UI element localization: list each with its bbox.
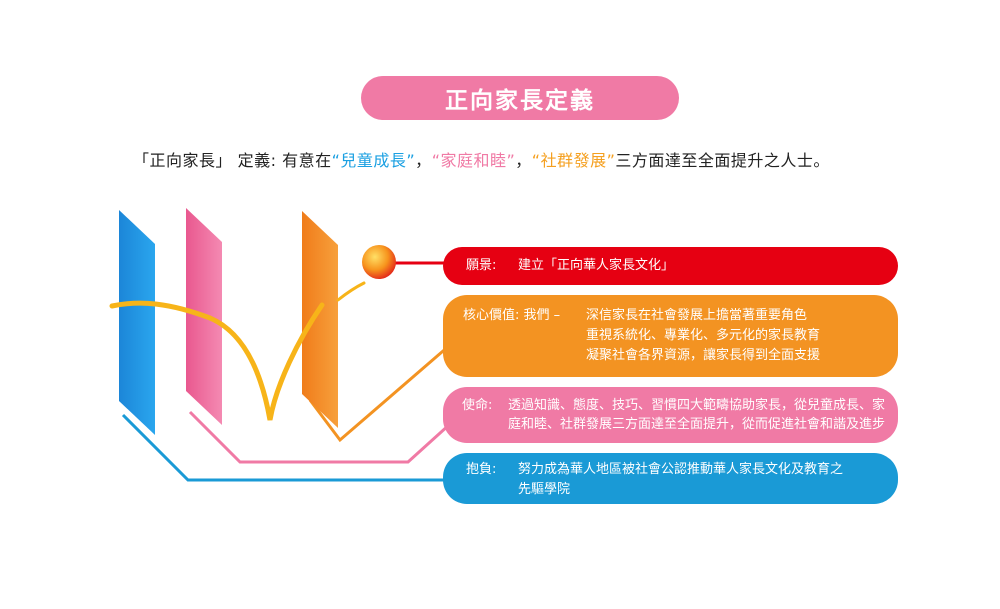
sun-ball-icon (362, 245, 396, 279)
connector-line-aspiration (121, 413, 450, 482)
definition-term-child-growth: “兒童成長” (331, 151, 416, 170)
aspiration-label: 抱負: (466, 462, 497, 477)
vision-box: 願景: 建立「正向華人家長文化」 (443, 247, 898, 285)
connector-line-mission (188, 410, 462, 464)
mission-line: 庭和睦、社群發展三方面達至全面提升，從而促進社會和諧及進步 (508, 417, 886, 432)
aspiration-line: 努力成為華人地區被社會公認推動華人家長文化及教育之 (518, 462, 844, 477)
orange-bar (302, 211, 338, 428)
definition-text: 「正向家長」 定義: 有意在“兒童成長”，“家庭和睦”，“社群發展”三方面達至全… (133, 147, 933, 171)
core-values-line: 重視系統化、專業化、多元化的家長教育 (586, 328, 821, 343)
definition-suffix: 三方面達至全面提升之人士。 (615, 151, 830, 170)
definition-term-family-harmony: “家庭和睦” (431, 151, 516, 170)
core-values-box: 核心價值: 我們 – 深信家長在社會發展上擔當著重要角色 重視系統化、專業化、多… (443, 295, 898, 377)
definition-prefix: 「正向家長」 定義: 有意在 (133, 151, 332, 170)
vision-label: 願景: (466, 258, 497, 273)
mission-box: 使命: 透過知識、態度、技巧、習慣四大範疇協助家長，從兒童成長、家 庭和睦、社群… (443, 387, 898, 443)
definition-separator: ， (515, 151, 532, 170)
mission-label: 使命: (462, 398, 493, 413)
swoosh-tail (336, 281, 366, 302)
title-banner: 正向家長定義 (361, 76, 679, 120)
swoosh-stroke (109, 300, 325, 421)
core-values-line: 深信家長在社會發展上擔當著重要角色 (586, 308, 808, 323)
vision-text: 建立「正向華人家長文化」 (518, 258, 675, 273)
core-values-label: 核心價值: 我們 – (463, 308, 561, 323)
aspiration-line: 先驅學院 (518, 482, 571, 497)
core-values-line: 凝聚社會各界資源，讓家長得到全面支援 (586, 348, 821, 363)
definition-term-community-development: “社群發展” (531, 151, 616, 170)
definition-separator: ， (415, 151, 432, 170)
aspiration-box: 抱負: 努力成為華人地區被社會公認推動華人家長文化及教育之 先驅學院 (443, 453, 898, 504)
page-title: 正向家長定義 (445, 88, 595, 114)
blue-bar (119, 210, 155, 435)
mission-line: 透過知識、態度、技巧、習慣四大範疇協助家長，從兒童成長、家 (508, 398, 886, 413)
connector-line-values (308, 343, 451, 443)
